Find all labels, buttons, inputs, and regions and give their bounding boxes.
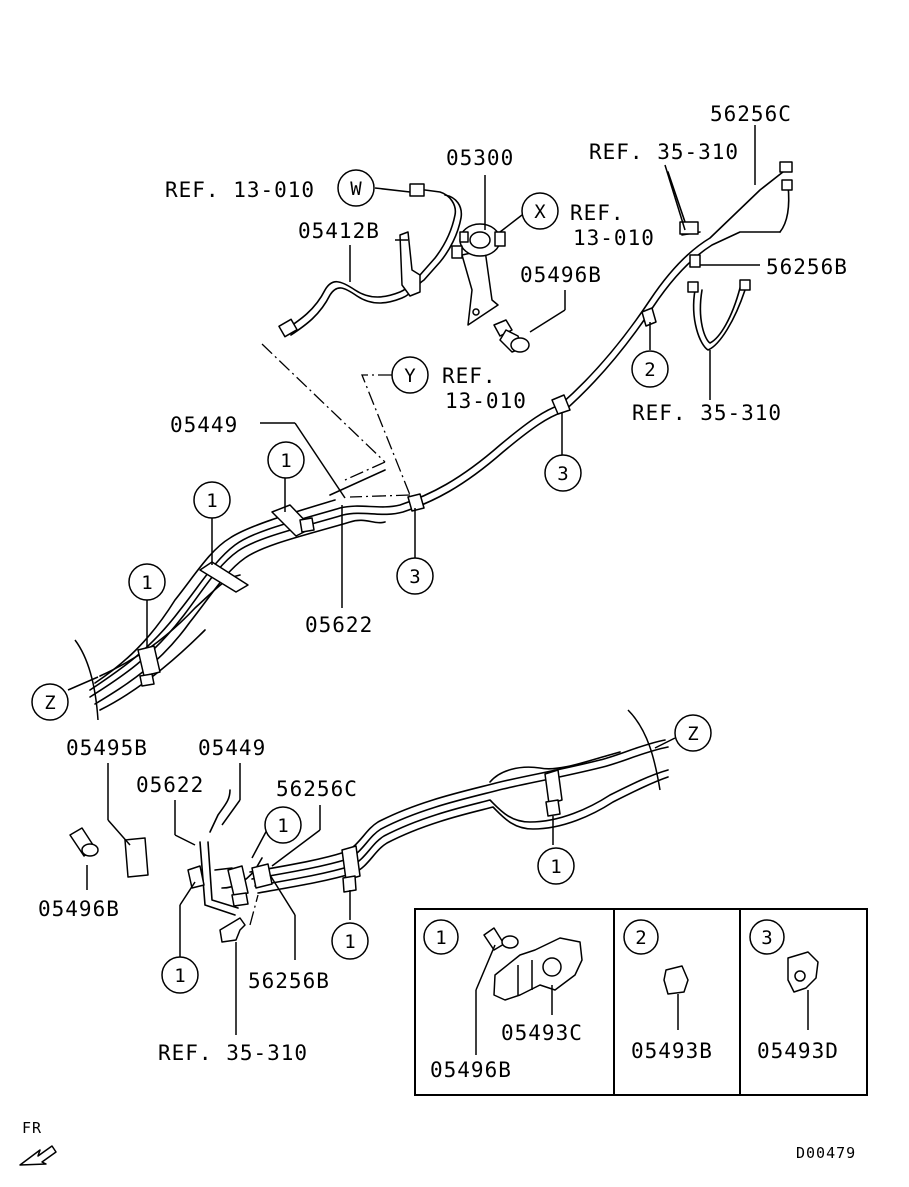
- callout-1-text: 1: [277, 815, 288, 837]
- label-05496b-left: 05496B: [38, 897, 120, 921]
- upper-brake-lines: [89, 167, 790, 711]
- callout-3-upper-mid: 3: [396, 557, 434, 595]
- label-05300: 05300: [446, 146, 514, 170]
- callout-1-lower-c: 1: [331, 922, 369, 960]
- label-56256c-top: 56256C: [710, 102, 792, 126]
- callout-1-text: 1: [280, 450, 291, 472]
- reference-dash-lines: [249, 343, 411, 926]
- callout-1-text: 1: [550, 856, 561, 878]
- diagram-code: D00479: [796, 1144, 856, 1162]
- label-ref35310-right: REF. 35-310: [632, 401, 782, 425]
- callout-2-upper: 2: [631, 350, 669, 388]
- front-direction-indicator: FR: [19, 1119, 57, 1166]
- callout-z-left-text: Z: [44, 692, 55, 714]
- label-05495b: 05495B: [66, 736, 148, 760]
- label-ref-y-line2: 13-010: [445, 389, 527, 413]
- callout-w: W: [337, 169, 375, 207]
- label-56256b-top: 56256B: [766, 255, 848, 279]
- 05412b-sensor-pipe: [278, 183, 463, 338]
- label-05412b: 05412B: [298, 219, 380, 243]
- fr-label: FR: [22, 1119, 42, 1137]
- callout-x-text: X: [534, 201, 546, 223]
- 05300-proportioning-valve: [451, 223, 506, 326]
- label-05493b: 05493B: [631, 1039, 713, 1063]
- callout-2-text: 2: [644, 359, 655, 381]
- callout-x: X: [521, 192, 559, 230]
- callout-1-upper-a: 1: [267, 441, 305, 479]
- callout-w-text: W: [350, 178, 362, 200]
- label-05493c: 05493C: [501, 1021, 583, 1045]
- legend-cell-3: 3 05493D: [749, 919, 839, 1063]
- label-05496b-top: 05496B: [520, 263, 602, 287]
- upper-clamps: [137, 161, 793, 687]
- callout-1-lower-b: 1: [537, 847, 575, 885]
- callout-1-upper-b: 1: [193, 481, 231, 519]
- label-56256c-bottom: 56256C: [276, 777, 358, 801]
- label-05496b-legend: 05496B: [430, 1058, 512, 1082]
- label-05449-top: 05449: [170, 413, 238, 437]
- callout-1-text: 1: [206, 490, 217, 512]
- legend-clip-05493b: [663, 965, 689, 995]
- legend-1-text: 1: [435, 927, 446, 949]
- callout-3-upper-right: 3: [544, 454, 582, 492]
- label-ref-x-line1: REF.: [570, 201, 625, 225]
- legend-3-text: 3: [761, 927, 772, 949]
- callout-1-text: 1: [344, 931, 355, 953]
- legend-cell-1: 1 05493C 05496B: [423, 919, 583, 1082]
- callout-1-lower-d: 1: [161, 956, 199, 994]
- callout-3-text: 3: [409, 566, 420, 588]
- callout-y: Y: [391, 356, 429, 394]
- callout-z-right-text: Z: [687, 723, 698, 745]
- fr-arrow-icon: [19, 1145, 57, 1166]
- callout-1-text: 1: [174, 965, 185, 987]
- callout-1-text: 1: [141, 572, 152, 594]
- legend-clamp-05493c: [493, 937, 583, 1001]
- label-56256b-bottom: 56256B: [248, 969, 330, 993]
- legend-2-text: 2: [635, 927, 646, 949]
- callout-1-lower-a: 1: [264, 806, 302, 844]
- part-labels: 56256C REF. 35-310 05300 REF. 13-010 054…: [38, 102, 848, 1065]
- legend-cell-2: 2 05493B: [623, 919, 713, 1063]
- 05496b-bolt-top: [493, 319, 530, 353]
- label-05622-top: 05622: [305, 613, 373, 637]
- label-ref13010-w: REF. 13-010: [165, 178, 315, 202]
- label-ref35310-bottom: REF. 35-310: [158, 1041, 308, 1065]
- legend-box: 1 05493C 05496B 2 05493B 3: [414, 908, 868, 1096]
- label-ref-y-line1: REF.: [442, 364, 497, 388]
- label-ref35310-top: REF. 35-310: [589, 140, 739, 164]
- callout-y-text: Y: [404, 365, 416, 387]
- lower-components: [69, 769, 563, 943]
- callout-1-upper-c: 1: [128, 563, 166, 601]
- callout-z-right: Z: [674, 714, 712, 752]
- callout-3-text: 3: [557, 463, 568, 485]
- label-ref-x-line2: 13-010: [573, 226, 655, 250]
- leader-lines: [67, 125, 760, 1035]
- label-05493d: 05493D: [757, 1039, 839, 1063]
- callout-z-left: Z: [31, 683, 69, 721]
- label-05449-bottom: 05449: [198, 736, 266, 760]
- break-line-upper-left: [74, 639, 99, 721]
- label-05622-bottom: 05622: [136, 773, 204, 797]
